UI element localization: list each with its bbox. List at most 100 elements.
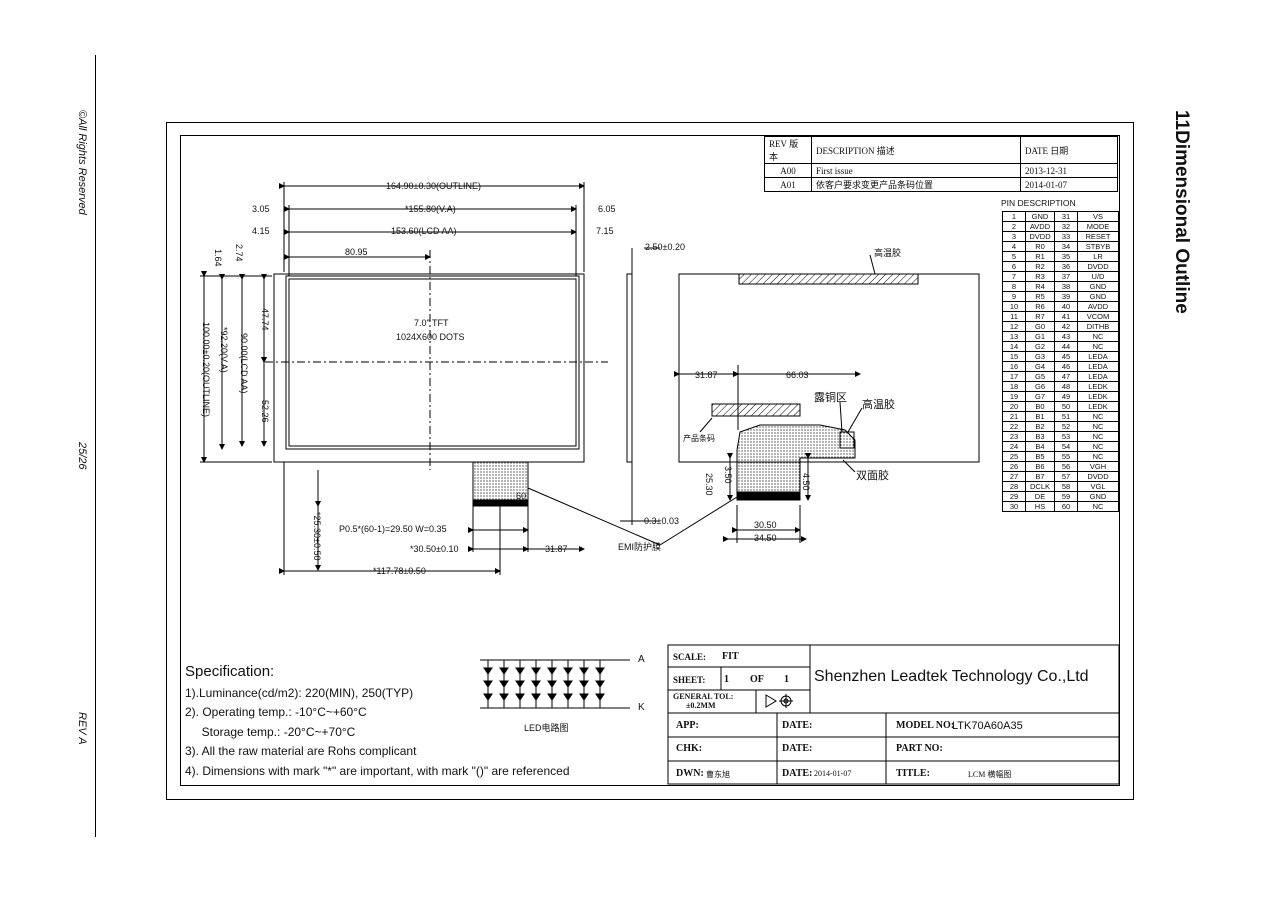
spec-line: 4). Dimensions with mark "*" are importa… — [185, 763, 570, 778]
fpc-tail — [472, 461, 529, 501]
dim-top-274: 2.74 — [234, 244, 244, 262]
dim-right-aa: 7.15 — [596, 226, 614, 236]
model-label: MODEL NO: — [896, 720, 955, 731]
dwn-date-label: DATE: — [782, 768, 813, 779]
drawing-frame — [166, 122, 1134, 800]
title-label: TITLE: — [896, 768, 930, 779]
tape-label: 高温胶 — [862, 399, 895, 411]
spec-title: Specification: — [185, 663, 275, 680]
adhesive-label: 高温胶 — [874, 248, 902, 258]
dwn-date-value: 2014-01-07 — [814, 769, 852, 778]
dim-va-width: *155.80(V.A) — [405, 204, 456, 214]
led-string — [483, 660, 493, 708]
dim-fpc-position: *117.78±0.50 — [373, 566, 426, 576]
sheet-number: 1 — [724, 674, 729, 685]
dim-left-offset: 3.05 — [252, 204, 270, 214]
barcode-label: 产品条码 — [683, 434, 715, 443]
drawing-border — [180, 135, 1120, 786]
dim-right-offset: 6.05 — [598, 204, 616, 214]
sheet-label: SHEET: — [673, 675, 706, 685]
sheet-of: OF — [750, 674, 764, 685]
revision-table: REV 版本 DESCRIPTION 描述 DATE 日期 A00 First … — [764, 136, 1118, 192]
copper-area-label: 露铜区 — [814, 392, 847, 404]
panel-type: 7.0" TFT — [414, 318, 449, 328]
dim-fpc-right: 31.87 — [545, 544, 568, 554]
led-string — [579, 660, 589, 708]
module-outline — [273, 273, 585, 463]
part-label: PART NO: — [896, 743, 943, 754]
dwn-label: DWN: — [676, 768, 704, 779]
double-tape-label: 双面胶 — [856, 470, 889, 482]
rev-header: REV 版本 — [764, 136, 812, 164]
chk-label: CHK: — [676, 743, 703, 754]
dim-aa-height: 90.00(LCD AA) — [239, 333, 249, 394]
dim-fpc-width: *30.50±0.10 — [410, 544, 459, 554]
led-string — [515, 660, 525, 708]
pin-table-title: PIN DESCRIPTION — [1001, 198, 1076, 208]
led-string — [547, 660, 557, 708]
dim-aa-width: 153.60(LCD AA) — [391, 226, 457, 236]
led-string — [499, 660, 509, 708]
dwn-value: 曹东旭 — [706, 770, 730, 779]
side-rule — [95, 55, 96, 837]
dim-fpc-length: *25.30±0.50 — [312, 512, 322, 561]
panel-resolution: 1024X600 DOTS — [396, 332, 465, 342]
app-label: APP: — [676, 720, 699, 731]
dim-rear-3450: 34.50 — [754, 533, 777, 543]
dim-left-aa: 4.15 — [252, 226, 270, 236]
chk-date-label: DATE: — [782, 743, 813, 754]
dim-rear-350: 3.50 — [723, 466, 733, 484]
dim-center-y-top: 47.74 — [260, 308, 270, 331]
spec-line: 3). All the raw material are Rohs compli… — [185, 744, 417, 758]
dim-rear-450: 4.50 — [801, 473, 811, 491]
revision-row: A01 依客户要求变更产品条码位置 2014-01-07 — [764, 177, 1118, 192]
led-string — [531, 660, 541, 708]
spec-line: 2). Operating temp.: -10°C~+60°C — [185, 705, 367, 719]
spec-line: 1).Luminance(cd/m2): 220(MIN), 250(TYP) — [185, 685, 414, 700]
desc-header: DESCRIPTION 描述 — [811, 136, 1021, 164]
dim-top-164: 1.64 — [213, 249, 223, 267]
dim-outline-height: 100.00±0.20(OUTLINE) — [201, 322, 211, 417]
dim-rear-2530: 25.30 — [704, 473, 714, 496]
sheet-total: 1 — [784, 674, 789, 685]
title-value: LCM 横幅图 — [968, 770, 1012, 779]
dim-rear-3050: 30.50 — [754, 520, 777, 530]
barcode — [711, 403, 801, 417]
fpc-pin-end: 60 — [516, 491, 527, 501]
dim-thickness: 2.50±0.20 — [645, 242, 685, 252]
tolerance-label: GENERAL TOL: — [673, 692, 734, 701]
dim-va-height: *92.20(V.A) — [219, 327, 229, 373]
scale-label: SCALE: — [673, 652, 707, 662]
date-cell: 2014-01-07 — [1020, 177, 1118, 192]
rev-cell: A01 — [764, 177, 812, 192]
specification: Specification: 1).Luminance(cd/m2): 220(… — [185, 662, 570, 781]
tolerance-value: ±0.2MM — [686, 701, 716, 710]
dim-rear-center: 66.03 — [786, 370, 809, 380]
dim-outline-width: 164.90±0.30(OUTLINE) — [386, 181, 481, 191]
side-view — [626, 273, 633, 463]
scale-value: FIT — [722, 651, 739, 662]
model-value: LTK70A60A35 — [952, 720, 1023, 732]
dim-center-x: 80.95 — [345, 247, 368, 257]
spec-line: Storage temp.: -20°C~+70°C — [185, 724, 356, 739]
led-cathode-label: K — [638, 702, 645, 713]
led-string — [595, 660, 605, 708]
app-date-label: DATE: — [782, 720, 813, 731]
dim-pitch: P0.5*(60-1)=29.50 W=0.35 — [339, 524, 447, 534]
emi-label: EMI防护膜 — [618, 542, 662, 552]
dim-center-y-bottom: 52.26 — [260, 400, 270, 423]
company-name: Shenzhen Leadtek Technology Co.,Ltd — [814, 668, 1089, 685]
dim-side-thickness: 0.3±0.03 — [644, 516, 679, 526]
pin-cell: NC — [1077, 501, 1119, 512]
led-circuit-caption: LED电路图 — [524, 723, 569, 733]
led-string — [563, 660, 573, 708]
led-anode-label: A — [638, 654, 645, 665]
